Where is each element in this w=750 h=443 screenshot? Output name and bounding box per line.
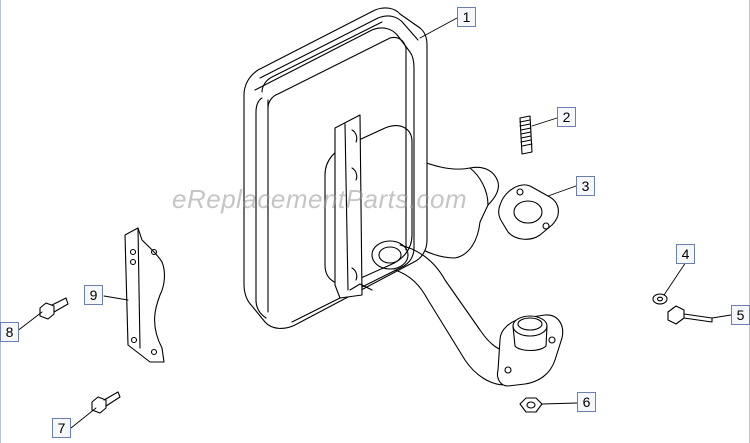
gasket-part xyxy=(498,184,559,240)
callout-4[interactable]: 4 xyxy=(676,244,695,264)
callout-8[interactable]: 8 xyxy=(0,322,19,342)
heat-shield-part xyxy=(404,154,499,259)
watermark-text: eReplacementParts.com xyxy=(172,184,468,214)
muffler-part xyxy=(243,7,428,329)
callout-9[interactable]: 9 xyxy=(84,285,103,305)
bolt-part-8 xyxy=(39,297,69,320)
exhaust-pipe-part xyxy=(394,244,564,387)
bolt-part-7 xyxy=(91,391,121,414)
callout-2[interactable]: 2 xyxy=(557,107,576,127)
stud-part xyxy=(519,115,533,155)
callout-7[interactable]: 7 xyxy=(52,418,71,438)
mounting-bracket-part xyxy=(124,227,165,363)
callout-5[interactable]: 5 xyxy=(731,305,750,325)
bolt-part-5 xyxy=(667,305,713,325)
nut-part xyxy=(519,397,543,413)
callout-6[interactable]: 6 xyxy=(577,392,596,412)
left-frame-line xyxy=(0,0,1,443)
callout-1[interactable]: 1 xyxy=(457,7,476,27)
callout-3[interactable]: 3 xyxy=(576,176,595,196)
leader-lines xyxy=(15,17,732,429)
washer-part xyxy=(652,293,668,305)
